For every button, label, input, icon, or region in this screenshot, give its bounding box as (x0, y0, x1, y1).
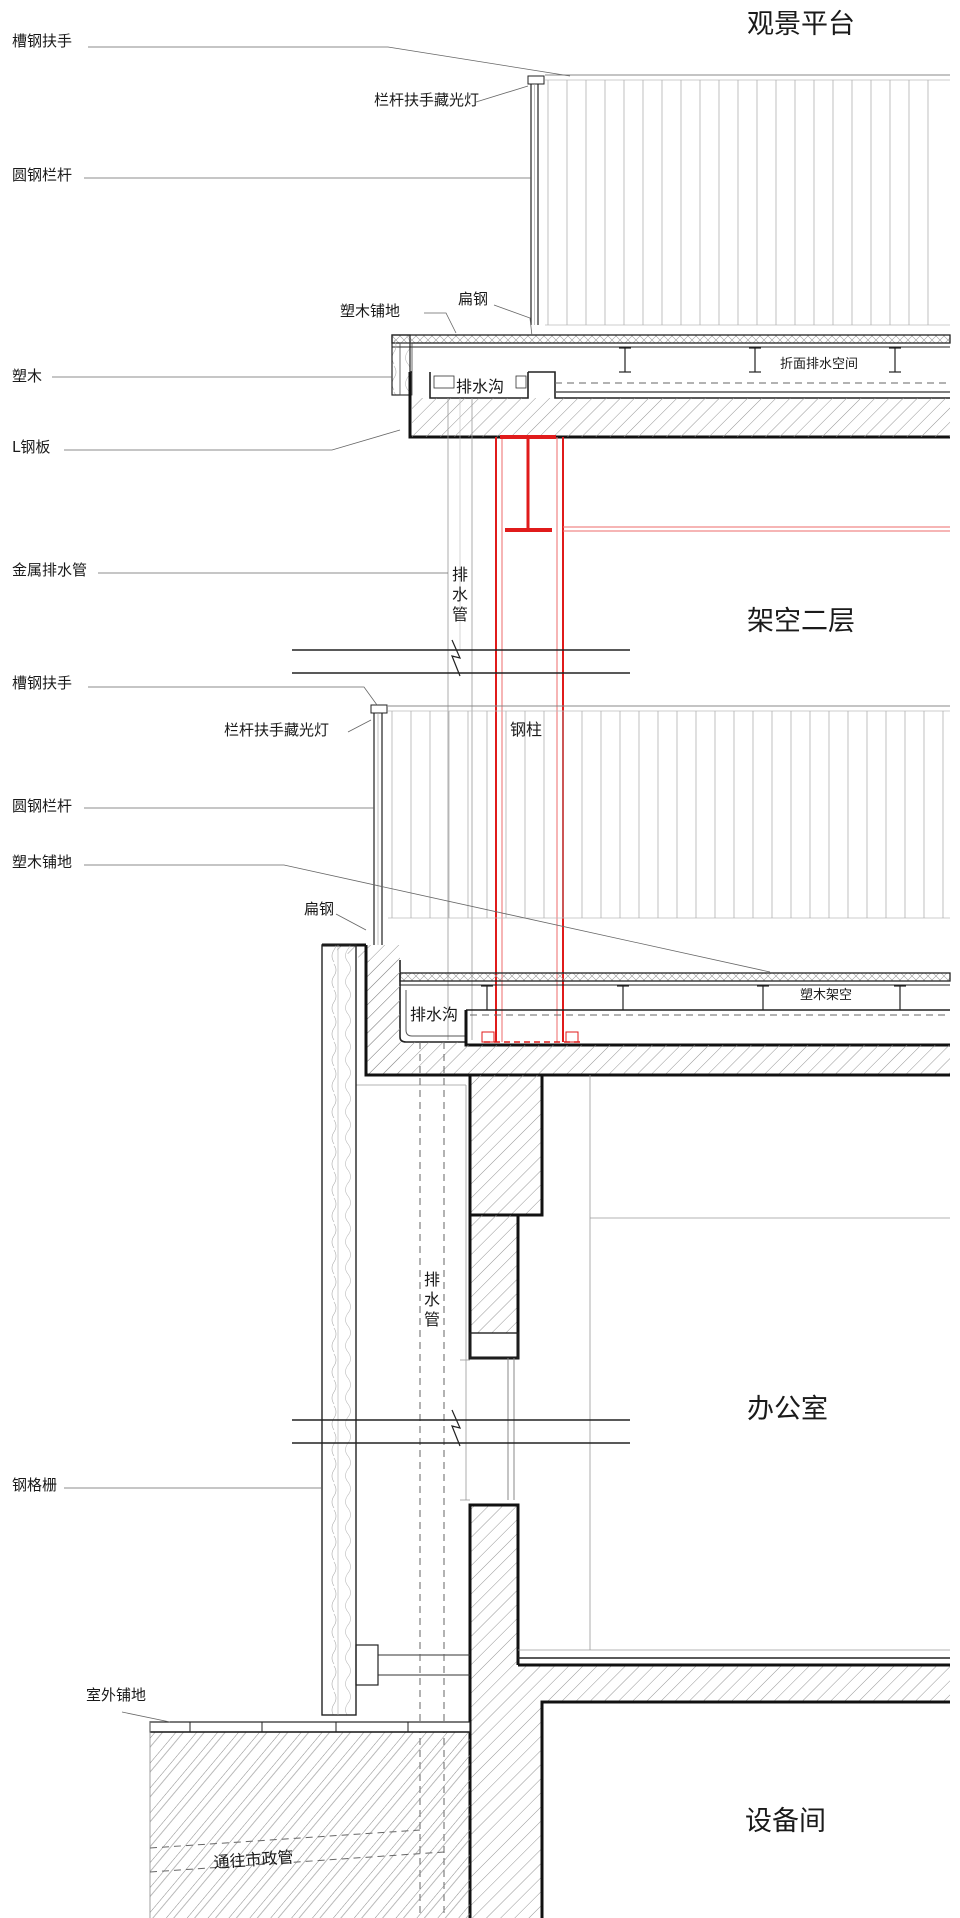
break-line-lower (292, 1409, 630, 1447)
drain-pipe-lower (419, 1042, 445, 1918)
label-handrail-light-top: 栏杆扶手藏光灯 (374, 91, 479, 109)
room-label-equipment-room: 设备间 (745, 1806, 826, 1837)
steel-grating-panel (321, 944, 470, 1716)
upper-railing (545, 74, 950, 326)
label-wpc-deck-top: 塑木铺地 (340, 302, 400, 320)
inner-labels: 排水沟 折面排水空间 排 水 管 钢柱 排水沟 塑木架空 排 水 管 通往市政管 (213, 357, 858, 1872)
label-steel-grating: 钢格栅 (12, 1476, 57, 1494)
drain-pipe (447, 398, 473, 1040)
label-wpc-deck-mid: 塑木铺地 (12, 853, 72, 871)
callout-labels: 槽钢扶手 栏杆扶手藏光灯 圆钢栏杆 塑木铺地 扁钢 塑木 L钢板 金属排水管 槽… (12, 32, 488, 1704)
label-wpc: 塑木 (12, 367, 42, 385)
label-drain-pipe-upper-1: 排 (452, 565, 468, 584)
label-gutter-mid: 排水沟 (410, 1005, 458, 1024)
mid-handrail-post (370, 704, 388, 945)
label-outdoor-paving: 室外铺地 (86, 1686, 146, 1704)
label-metal-drain-pipe: 金属排水管 (12, 561, 87, 579)
upper-handrail-post (527, 75, 545, 325)
break-line-upper (292, 639, 630, 677)
label-steel-column: 钢柱 (510, 720, 542, 739)
label-folded-drain-space: 折面排水空间 (780, 357, 858, 372)
label-gutter-top: 排水沟 (456, 377, 504, 396)
steel-column (481, 435, 950, 1043)
label-drain-pipe-upper-2: 水 (452, 585, 468, 604)
label-channel-handrail-top: 槽钢扶手 (12, 32, 72, 50)
label-channel-handrail-mid: 槽钢扶手 (12, 674, 72, 692)
label-drain-pipe-lower-3: 管 (424, 1310, 440, 1329)
label-l-steel-plate: L钢板 (12, 438, 50, 456)
label-handrail-light-mid: 栏杆扶手藏光灯 (224, 721, 329, 739)
label-flat-steel-top: 扁钢 (458, 290, 488, 308)
upper-balusters (547, 80, 929, 325)
label-round-steel-rail-top: 圆钢栏杆 (12, 166, 72, 184)
room-label-viewing-platform: 观景平台 (747, 9, 855, 40)
room-label-office: 办公室 (747, 1394, 828, 1425)
room-label-open-second-floor: 架空二层 (747, 606, 855, 637)
label-wpc-raised: 塑木架空 (800, 988, 852, 1003)
label-drain-pipe-upper-3: 管 (452, 605, 468, 624)
label-drain-pipe-lower-2: 水 (424, 1290, 440, 1309)
mid-balusters (391, 711, 944, 918)
concrete-structure (322, 945, 950, 1918)
upper-deck (391, 334, 951, 439)
outdoor-ground (149, 1721, 471, 1918)
label-drain-pipe-lower-1: 排 (424, 1270, 440, 1289)
label-round-steel-rail-mid: 圆钢栏杆 (12, 797, 72, 815)
leader-lines (52, 46, 771, 1723)
mid-railing (388, 705, 950, 919)
label-flat-steel-mid: 扁钢 (304, 900, 334, 918)
room-labels: 观景平台 架空二层 办公室 设备间 (745, 9, 855, 1837)
